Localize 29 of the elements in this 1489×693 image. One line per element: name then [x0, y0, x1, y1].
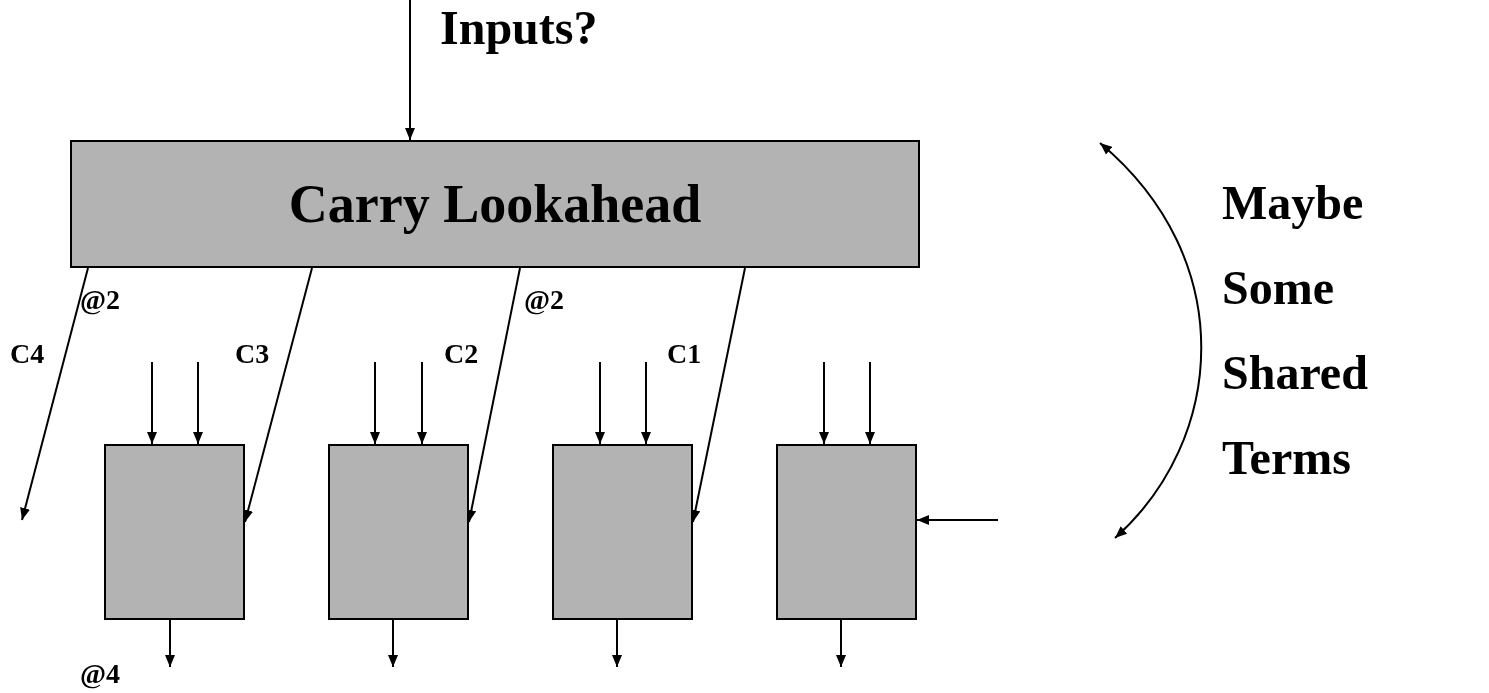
process-box	[70, 140, 920, 268]
block-box	[776, 444, 917, 620]
block-box	[328, 444, 469, 620]
arrow	[865, 361, 875, 445]
edge-label: C2	[444, 340, 479, 368]
arrow	[641, 361, 651, 445]
note-label: Maybe Some Shared Terms	[1222, 175, 1369, 486]
note-label: @2	[524, 286, 565, 314]
arrow	[612, 619, 622, 668]
arrow	[147, 361, 157, 445]
edge-label: Inputs?	[440, 4, 598, 52]
arrow	[388, 619, 398, 668]
edge-label: C4	[10, 340, 45, 368]
arrow	[165, 619, 175, 668]
edge-label: C3	[235, 340, 270, 368]
note-label: @2	[80, 286, 121, 314]
arrow	[370, 361, 380, 445]
arrow	[193, 361, 203, 445]
arrow	[916, 515, 999, 525]
arrow	[417, 361, 427, 445]
block-box	[104, 444, 245, 620]
arrow	[595, 361, 605, 445]
arrow	[20, 267, 89, 521]
arrow	[836, 619, 846, 668]
arrow	[819, 361, 829, 445]
edge-label: C1	[667, 340, 702, 368]
arrow	[405, 0, 415, 141]
block-box	[552, 444, 693, 620]
note-label: @4	[80, 660, 121, 688]
